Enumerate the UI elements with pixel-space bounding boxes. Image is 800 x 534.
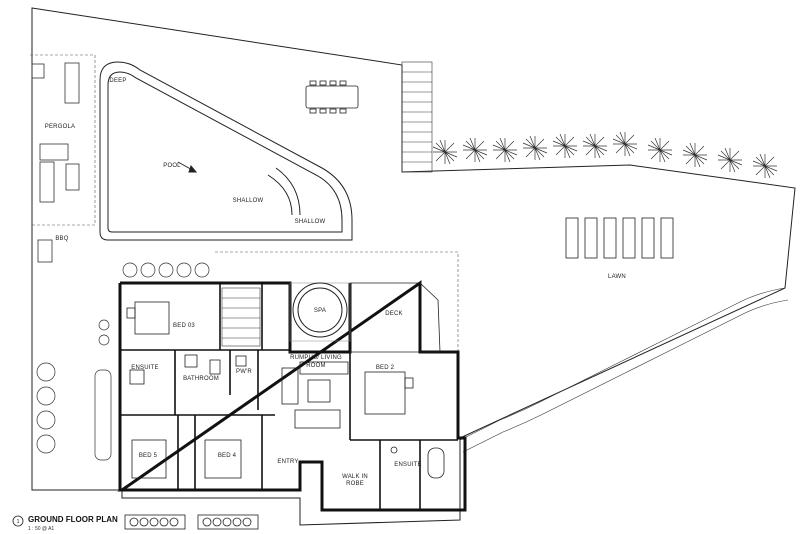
shrub-row (122, 262, 210, 278)
pool (99, 61, 353, 241)
hedge-diagonal (459, 287, 789, 453)
label-walk-in-2: ROBE (346, 481, 364, 487)
label-bed4: BED 4 (218, 453, 237, 459)
label-bed2: BED 2 (376, 365, 395, 371)
left-garden-plants (36, 319, 112, 461)
room-labels: DEEP PERGOLA POOL SHALLOW SHALLOW BBQ LA… (45, 78, 626, 487)
label-ensuite-2: ENSUITE (394, 462, 421, 468)
label-spa: SPA (314, 308, 326, 314)
label-walk-in-1: WALK IN (342, 474, 368, 480)
label-lawn: LAWN (608, 274, 626, 280)
label-rumpus-1: RUMPUS/ LIVING (290, 355, 342, 361)
drawing-scale: 1 : 50 @ A1 (28, 526, 54, 532)
site-boundary (31, 7, 796, 526)
lawn-pavers (565, 217, 674, 259)
label-pergola: PERGOLA (45, 124, 75, 130)
label-entry: ENTRY (277, 459, 298, 465)
spa (289, 282, 351, 342)
pergola-furniture (31, 62, 80, 263)
label-shallow-1: SHALLOW (233, 198, 264, 204)
view-number: 1 (17, 519, 20, 525)
title-block: 1 GROUND FLOOR PLAN 1 : 50 @ A1 (12, 515, 118, 532)
label-pool: POOL (163, 163, 181, 169)
deck (350, 282, 441, 353)
palm-row (432, 131, 778, 179)
label-deck: DECK (385, 311, 402, 317)
label-pwr: PW'R (236, 369, 252, 375)
house-internal-walls (120, 283, 458, 510)
external-stairs (401, 61, 433, 173)
label-bathroom: BATHROOM (183, 376, 219, 382)
internal-stair (221, 287, 261, 347)
outdoor-dining-table (305, 80, 359, 114)
view-number-circle (12, 515, 24, 527)
interior-furniture (126, 301, 445, 479)
label-ensuite-1: ENSUITE (131, 365, 158, 371)
label-bed5: BED 5 (139, 453, 158, 459)
planter-boxes (124, 514, 259, 530)
label-shallow-2: SHALLOW (295, 219, 326, 225)
label-rumpus-2: ROOM (306, 363, 325, 369)
label-deep: DEEP (109, 78, 126, 84)
label-bbq: BBQ (55, 236, 68, 242)
drawing-title: GROUND FLOOR PLAN (28, 515, 118, 524)
label-bed3: BED 03 (173, 323, 195, 329)
